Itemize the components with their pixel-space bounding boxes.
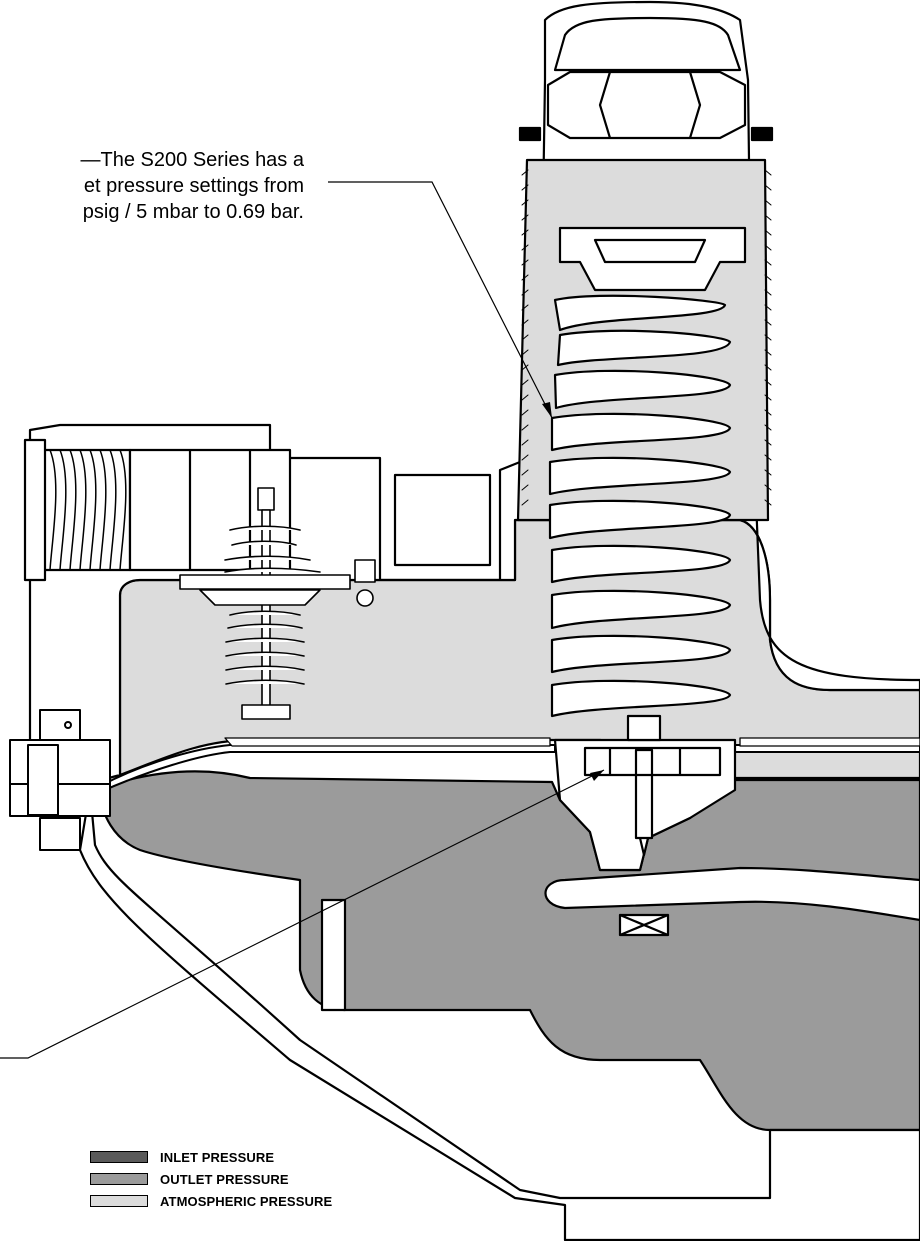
diaphragm-plate: [224, 737, 920, 747]
legend-label-outlet: OUTLET PRESSURE: [160, 1171, 289, 1187]
legend-item-outlet: OUTLET PRESSURE: [90, 1168, 332, 1190]
callout-text: —The S200 Series has a et pressure setti…: [81, 147, 304, 225]
legend-label-atmospheric: ATMOSPHERIC PRESSURE: [160, 1193, 333, 1209]
closing-cap: [553, 16, 742, 72]
legend-swatch-inlet: [90, 1151, 148, 1163]
pusher-post: [583, 714, 722, 857]
body-lower-shell: [78, 788, 920, 1241]
arrowhead-diaphragm-head: [590, 770, 604, 781]
callout-line-2: et pressure settings from: [83, 175, 304, 197]
adjusting-screw-hex: [546, 70, 747, 140]
callout-line-1: —The S200 Series has a: [80, 149, 304, 171]
legend-item-atmospheric: ATMOSPHERIC PRESSURE: [90, 1190, 332, 1212]
legend-item-inlet: INLET PRESSURE: [90, 1146, 332, 1168]
callout-line-3: psig / 5 mbar to 0.69 bar.: [82, 201, 304, 223]
lever-pin: [618, 913, 670, 937]
inlet-threads: [49, 449, 127, 571]
spring-case-threads: [521, 169, 772, 506]
control-spring: [548, 294, 732, 718]
leader-line-spring: [328, 181, 553, 419]
legend-swatch-atmospheric: [90, 1195, 148, 1207]
upper-spring-seat: [558, 226, 747, 292]
body-web: [320, 898, 347, 1012]
lower-diaphragm-chamber: [98, 770, 920, 1132]
lever: [544, 866, 920, 922]
legend-swatch-outlet: [90, 1173, 148, 1185]
leader-line-diaphragm-head: [0, 769, 605, 1059]
inlet-connection: [23, 438, 132, 582]
cap-gasket: [518, 126, 774, 142]
flange-bolt: [9, 709, 111, 851]
relief-valve: [179, 487, 376, 720]
legend-label-inlet: INLET PRESSURE: [160, 1149, 275, 1165]
arrowhead-spring: [542, 402, 552, 418]
pressure-legend: INLET PRESSURE OUTLET PRESSURE ATMOSPHER…: [90, 1146, 332, 1212]
